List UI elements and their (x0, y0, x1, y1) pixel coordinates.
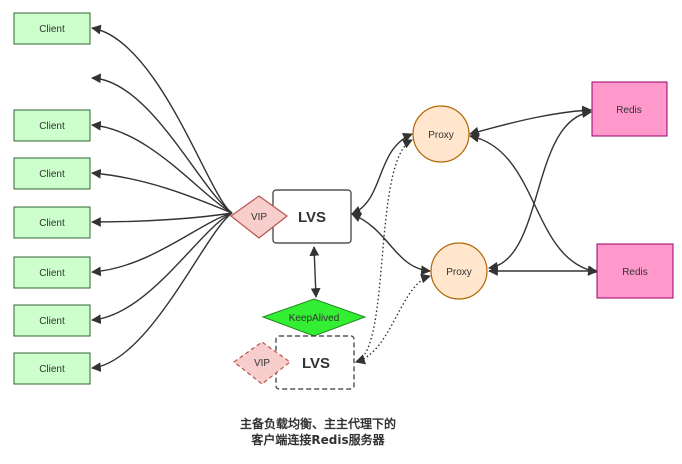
client-node: Client (13, 256, 91, 289)
lvs-master: LVS (272, 189, 352, 244)
connector-vip-client-4 (91, 212, 233, 227)
redis-label: Redis (622, 267, 648, 278)
client-list: Client Client Client Client Client Clien… (13, 12, 91, 385)
vip-master: VIP (229, 195, 289, 239)
proxy-redis-connectors (469, 105, 598, 276)
keepalived: KeepAlived (261, 298, 367, 337)
vip-backup-label: VIP (254, 358, 270, 369)
vip-label: VIP (251, 212, 267, 223)
connector-vip-client-6 (91, 212, 233, 325)
client-node: Client (13, 352, 91, 385)
connector-vip-client-1 (91, 24, 233, 214)
client-label: Client (39, 316, 65, 327)
caption-line-2: 客户端连接Redis服务器 (250, 432, 385, 447)
proxy-label: Proxy (446, 267, 472, 278)
keepalived-label: KeepAlived (289, 313, 340, 324)
redis-node-1: Redis (591, 81, 668, 137)
connector-vip-orphan (91, 73, 233, 214)
client-label: Client (39, 218, 65, 229)
vip-backup: VIP (232, 341, 292, 385)
connector-lvs-proxy-1 (351, 133, 413, 216)
proxy-node-1: Proxy (412, 105, 470, 163)
backup-proxy-connectors (355, 139, 431, 365)
proxy-label: Proxy (428, 130, 454, 141)
client-connectors (91, 24, 233, 372)
proxy-node-2: Proxy (430, 242, 488, 300)
connector-vip-client-3 (91, 168, 233, 214)
connector-proxy2-redis1 (488, 108, 592, 272)
lvs-proxy-connectors (351, 133, 431, 276)
client-node: Client (13, 12, 91, 45)
connector-lvs-keepalived (309, 246, 321, 298)
connector-vip-client-7 (91, 212, 233, 372)
connector-vip-client-2 (91, 120, 233, 214)
client-label: Client (39, 268, 65, 279)
connector-backup-proxy-1 (355, 139, 413, 364)
redis-label: Redis (616, 105, 642, 116)
client-label: Client (39, 121, 65, 132)
client-node: Client (13, 157, 91, 190)
redis-node-2: Redis (596, 243, 674, 299)
connector-backup-proxy-2 (355, 273, 431, 365)
lvs-backup-label: LVS (302, 355, 330, 372)
client-node: Client (13, 109, 91, 142)
client-label: Client (39, 364, 65, 375)
client-node: Client (13, 304, 91, 337)
lvs-backup: LVS (275, 335, 355, 390)
client-label: Client (39, 169, 65, 180)
connector-proxy1-redis1 (469, 105, 592, 137)
client-node: Client (13, 206, 91, 239)
caption-line-1: 主备负载均衡、主主代理下的 (240, 416, 396, 431)
client-label: Client (39, 24, 65, 35)
lvs-label: LVS (298, 209, 326, 226)
connector-vip-client-5 (91, 212, 233, 277)
connector-lvs-proxy-2 (351, 212, 431, 276)
diagram-caption: 主备负载均衡、主主代理下的 客户端连接Redis服务器 (240, 416, 396, 447)
